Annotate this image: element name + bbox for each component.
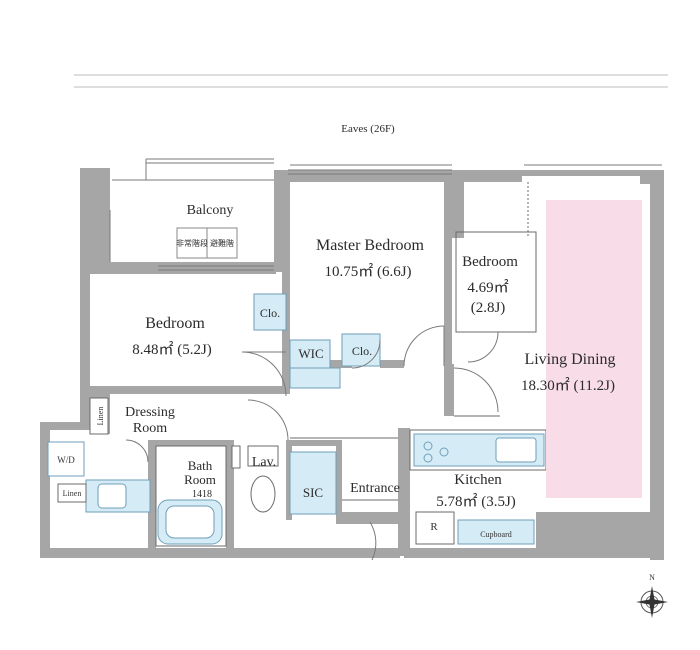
compass-icon: N <box>636 573 668 618</box>
washer-dryer <box>47 441 85 477</box>
door-swings <box>125 325 499 561</box>
sic-label: SIC <box>303 485 323 500</box>
lavatory-label: Lav. <box>252 455 276 470</box>
cupboard-label: Cupboard <box>480 530 512 539</box>
walls <box>40 168 664 560</box>
balcony-note-right: 避難階 <box>210 238 234 248</box>
refrigerator-label: R <box>430 521 438 533</box>
eaves-label: Eaves (26F) <box>341 123 395 135</box>
closet-master <box>341 333 381 367</box>
bedroom-left-area: 8.48㎡ (5.2J) <box>132 341 212 358</box>
balcony-label: Balcony <box>187 203 234 218</box>
shoe-in-closet <box>289 451 337 515</box>
dressing-room-label-line2: Room <box>133 421 167 436</box>
master-bedroom-label: Master Bedroom <box>316 237 425 254</box>
linen-closet-horizontal <box>57 483 87 503</box>
stove-burner-icon <box>439 447 449 457</box>
refrigerator-space <box>415 511 455 545</box>
linen-vertical-label: Linen <box>96 407 105 426</box>
master-bedroom-area: 10.75㎡ (6.6J) <box>324 263 411 280</box>
toilet-bowl <box>250 475 276 513</box>
entrance-label: Entrance <box>350 481 400 496</box>
compass-north-label: N <box>649 573 655 582</box>
living-dining-area: 18.30㎡ (11.2J) <box>521 377 615 394</box>
windows <box>109 158 662 271</box>
balcony-note-left: 非常階段 <box>176 238 208 248</box>
linen-closet-vertical <box>89 397 109 435</box>
bath-room-size: 1418 <box>192 489 212 500</box>
bedroom-small-area-j: (2.8J) <box>471 300 506 316</box>
bedroom-small-area-m2: 4.69㎡ <box>467 279 508 296</box>
bedroom-small-label: Bedroom <box>462 254 518 270</box>
stove-burner-icon <box>423 441 433 451</box>
linen-horizontal-label: Linen <box>63 489 82 498</box>
washbasin <box>97 483 127 509</box>
closet-master-label: Clo. <box>352 344 372 358</box>
kitchen-label: Kitchen <box>454 472 502 488</box>
toilet-tank <box>247 445 279 467</box>
stove-burner-icon <box>423 453 433 463</box>
kitchen-sink <box>495 437 537 463</box>
wic-label: WIC <box>298 346 323 361</box>
washer-dryer-label: W/D <box>57 455 75 465</box>
cupboard <box>457 519 535 545</box>
balcony-hatch: 非常階段 避難階 <box>176 227 238 259</box>
bedroom-left-label: Bedroom <box>145 315 205 332</box>
bath-room-label-line2: Room <box>184 472 216 487</box>
closet-left-label: Clo. <box>260 306 280 320</box>
kitchen-area: 5.78㎡ (3.5J) <box>436 493 516 510</box>
living-accent-area <box>546 200 642 498</box>
living-dining-label: Living Dining <box>524 351 615 368</box>
bath-room-label-line1: Bath <box>188 458 213 473</box>
fixtures <box>47 293 545 545</box>
closet-left <box>253 293 287 331</box>
dressing-room-label-line1: Dressing <box>125 405 175 420</box>
